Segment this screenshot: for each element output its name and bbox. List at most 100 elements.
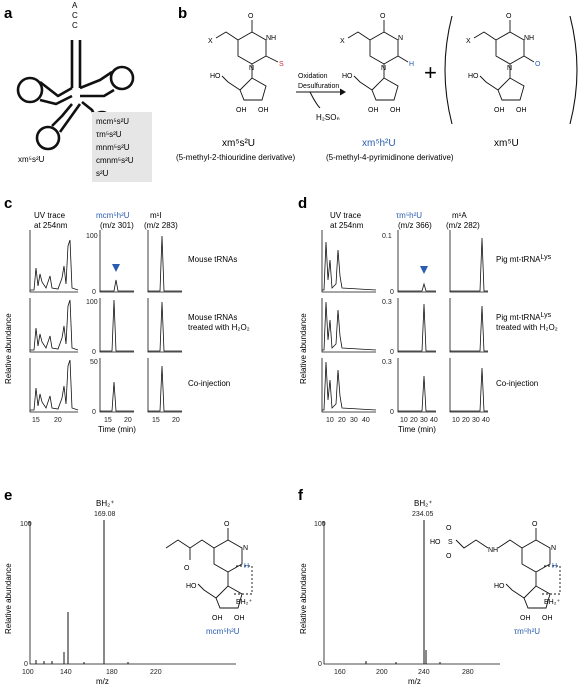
d-traces xyxy=(322,237,488,412)
f-xlabel: m/z xyxy=(408,677,421,685)
d-xlabel: Time (min) xyxy=(398,425,436,434)
c-y-r1-zero: 0 xyxy=(92,289,96,296)
b2-atom-ho: HO xyxy=(342,73,353,80)
sub1-name: xm⁵s²U xyxy=(222,138,255,149)
d-y-r3-top: 0.3 xyxy=(382,359,392,366)
d-y-r2-top: 0.3 xyxy=(382,299,392,306)
d-axes xyxy=(321,230,488,413)
molecule-xm5h2U xyxy=(347,20,409,101)
d-title-ref1: m¹A xyxy=(452,211,467,220)
e-atom-h: H xyxy=(244,563,249,570)
sub3-name: xm⁵U xyxy=(494,138,519,149)
b2-atom-o: O xyxy=(380,13,386,20)
b3-atom-oh1: OH xyxy=(494,107,505,114)
c-title-mod1: mcm⁵h²U xyxy=(96,211,130,220)
c-x-20b: 20 xyxy=(124,417,132,424)
b3-atom-oh2: OH xyxy=(516,107,527,114)
c-y-r2-zero: 0 xyxy=(92,349,96,356)
mod-list-0: mcm⁵s²U xyxy=(96,117,129,126)
c-ylabel: Relative abundance xyxy=(4,313,13,384)
d-x-40c: 40 xyxy=(482,417,490,424)
f-fragment: BH₂⁺ xyxy=(544,599,560,606)
acc-A: A xyxy=(72,1,78,10)
b3-atom-n: N xyxy=(507,65,512,72)
d-x-10a: 10 xyxy=(326,417,334,424)
f-atom-nh: NH xyxy=(488,547,498,554)
f-atom-h: H xyxy=(552,563,557,570)
d-row-1: Pig mt-tRNALys xyxy=(496,254,552,264)
c-x-15a: 15 xyxy=(32,417,40,424)
d-x-30c: 30 xyxy=(472,417,480,424)
c-y-r3-top: 50 xyxy=(90,359,98,366)
e-compound: mcm⁵h²U xyxy=(206,627,240,636)
d-ylabel: Relative abundance xyxy=(299,313,308,384)
d-x-30b: 30 xyxy=(420,417,428,424)
c-x-15c: 15 xyxy=(152,417,160,424)
d-arrowhead-marker xyxy=(420,266,428,274)
d-row-2b: treated with H₂O₂ xyxy=(496,323,558,332)
sub2-desc: (5-methyl-4-pyrimidinone derivative) xyxy=(326,153,454,162)
panel-c-label: c xyxy=(4,195,12,212)
f-atom-oh2: OH xyxy=(542,615,553,622)
c-title-uv2: at 254nm xyxy=(34,221,68,230)
reaction-desulfuration: Desulfuration xyxy=(298,83,339,90)
d-y-r1-top: 0.1 xyxy=(382,233,392,240)
e-atom-oh1: OH xyxy=(212,615,223,622)
byproduct: H₂SOₙ xyxy=(316,113,340,122)
mod-list-1: τm⁵s²U xyxy=(96,130,122,139)
d-title-ref2: (m/z 282) xyxy=(446,221,480,230)
mod-list-4: s²U xyxy=(96,169,109,178)
sub2-name: xm⁵h²U xyxy=(362,138,396,149)
panel-d-label: d xyxy=(298,195,307,212)
reaction-oxidation: Oxidation xyxy=(298,73,328,80)
b1-atom-nh: NH xyxy=(266,35,276,42)
b1-atom-ho: HO xyxy=(210,73,221,80)
b1-atom-oh1: OH xyxy=(236,107,247,114)
e-x-140: 140 xyxy=(60,669,72,676)
d-x-20b: 20 xyxy=(410,417,418,424)
c-title-ref1: m¹I xyxy=(150,211,162,220)
f-atom-o-s2: O xyxy=(446,553,452,560)
mod-list-3: cmnm⁵s²U xyxy=(96,156,134,165)
panel-e-label: e xyxy=(4,487,12,504)
c-row-2b: treated with H₂O₂ xyxy=(188,323,250,332)
reaction-arrow xyxy=(296,88,346,109)
d-x-40a: 40 xyxy=(362,417,370,424)
c-arrowhead-marker xyxy=(112,264,120,272)
d-title-uv2: at 254nm xyxy=(330,221,364,230)
f-peak-mz: 234.05 xyxy=(412,511,434,518)
b1-atom-x: X xyxy=(208,38,213,45)
f-y-zero: 0 xyxy=(318,661,322,668)
f-structure xyxy=(455,528,561,609)
e-peak-mz: 169.08 xyxy=(94,511,116,518)
b3-atom-x: X xyxy=(466,38,471,45)
c-y-r3-zero: 0 xyxy=(92,409,96,416)
b2-atom-oh1: OH xyxy=(368,107,379,114)
e-y-top: 100 xyxy=(20,521,32,528)
c-title-uv1: UV trace xyxy=(34,211,66,220)
c-row-2a: Mouse tRNAs xyxy=(188,313,237,322)
b3-atom-ho: HO xyxy=(468,73,479,80)
molecule-xm5U xyxy=(473,20,535,101)
c-traces xyxy=(30,235,182,412)
panel-f-label: f xyxy=(298,487,304,504)
f-y-top: 100 xyxy=(314,521,326,528)
f-axes xyxy=(322,521,500,665)
e-ylabel: Relative abundance xyxy=(4,563,13,634)
f-atom-s: S xyxy=(448,539,453,546)
b3-atom-nh: NH xyxy=(524,35,534,42)
c-x-20a: 20 xyxy=(54,417,62,424)
f-atom-ho-s: HO xyxy=(430,539,441,546)
d-x-10c: 10 xyxy=(452,417,460,424)
e-xlabel: m/z xyxy=(96,677,109,685)
f-peak-label: BH₂⁺ xyxy=(414,499,432,508)
c-x-20c: 20 xyxy=(172,417,180,424)
f-atom-n: N xyxy=(551,545,556,552)
f-x-200: 200 xyxy=(376,669,388,676)
panel-b-label: b xyxy=(178,5,187,22)
mod-list-2: mnm⁵s²U xyxy=(96,143,130,152)
parentheses xyxy=(444,15,578,125)
d-title-uv1: UV trace xyxy=(330,211,362,220)
b2-atom-h: H xyxy=(409,61,414,68)
